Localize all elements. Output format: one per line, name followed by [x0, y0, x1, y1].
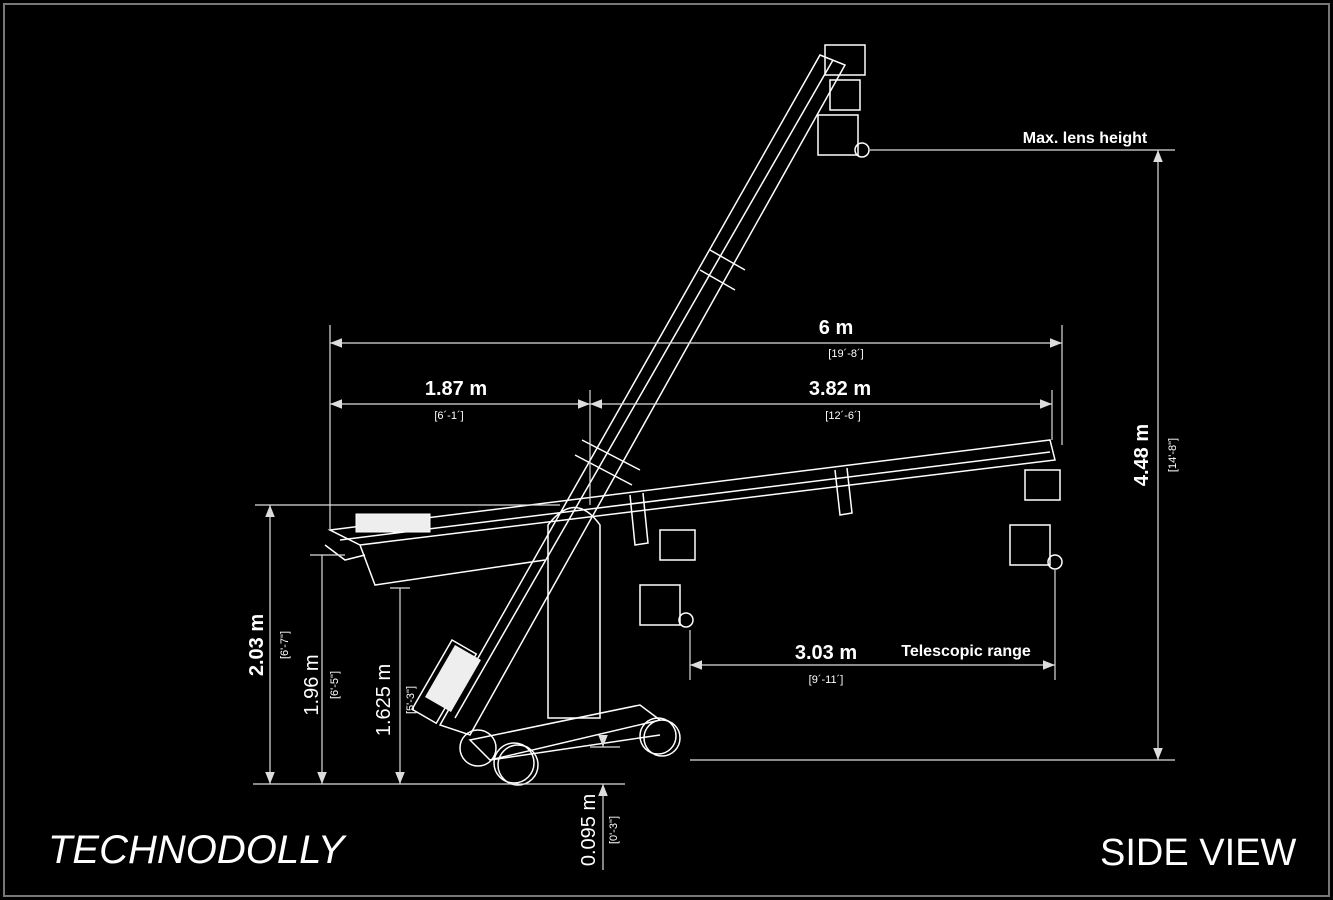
total-length-imperial: [19´-8´] [828, 348, 863, 360]
telescopic-range-note: Telescopic range [901, 643, 1031, 660]
arm-height-label: 1.96 m [301, 654, 323, 715]
max-lens-height-note: Max. lens height [1023, 130, 1148, 147]
front-length-imperial: [12´-6´] [825, 410, 860, 422]
telescopic-length-imperial: [9´-11´] [809, 674, 844, 686]
front-length-label: 3.82 m [809, 378, 871, 400]
max-height-label: 4.48 m [1131, 424, 1153, 486]
pivot-height-imperial: [6'-7"] [279, 631, 291, 659]
dimension-lines [253, 149, 1175, 870]
base-height-label: 1.625 m [373, 664, 395, 736]
pivot-height-label: 2.03 m [246, 614, 268, 676]
drawing-frame [3, 3, 1330, 897]
rear-length-label: 1.87 m [425, 378, 487, 400]
base-height-imperial: [5'-3"] [405, 686, 417, 714]
rear-length-imperial: [6´-1´] [434, 410, 463, 422]
crane-illustration [324, 44, 1063, 786]
total-length-label: 6 m [819, 317, 853, 339]
max-height-imperial: [14'-8"] [1167, 438, 1179, 472]
ground-clearance-label: 0.095 m [578, 794, 600, 866]
ground-clearance-imperial: [0'-3"] [608, 816, 620, 844]
arm-height-imperial: [6'-5"] [329, 671, 341, 699]
telescopic-length-label: 3.03 m [795, 642, 857, 664]
product-title: TECHNODOLLY [48, 828, 348, 872]
view-label: SIDE VIEW [1100, 832, 1296, 874]
